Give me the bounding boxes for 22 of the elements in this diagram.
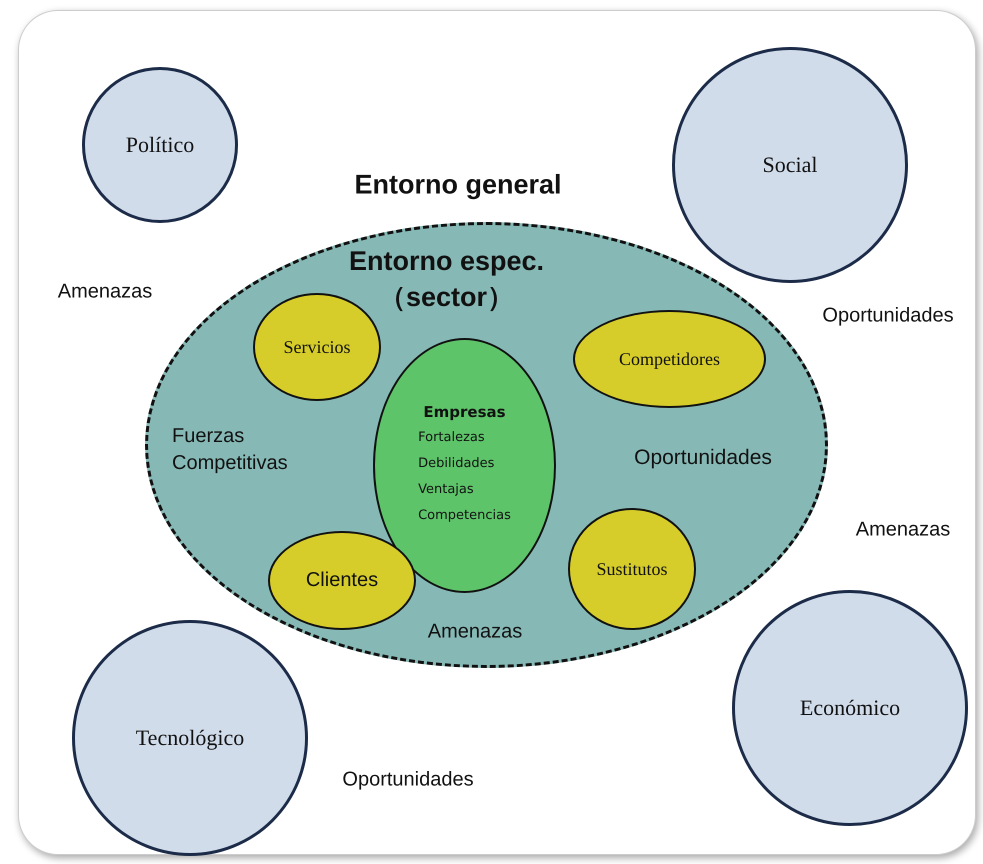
heading: Entorno general xyxy=(354,170,562,200)
annotation: Amenazas xyxy=(58,280,152,304)
list-item: Ventajas xyxy=(418,480,474,498)
annotation: Oportunidades xyxy=(342,768,474,792)
node-label: Político xyxy=(126,132,194,158)
node-label: Servicios xyxy=(284,336,350,358)
annotation: Fuerzas Competitivas xyxy=(172,424,289,476)
annotation: Oportunidades xyxy=(634,446,772,470)
node-label: Clientes xyxy=(306,569,378,592)
list-item: Debilidades xyxy=(418,454,494,472)
list-item: Fortalezas xyxy=(418,428,485,446)
node-label: Social xyxy=(762,152,818,178)
annotation: Amenazas xyxy=(428,620,522,644)
node-title: Empresas xyxy=(423,402,506,420)
node-label: Tecnológico xyxy=(136,725,244,751)
node-label: Sustitutos xyxy=(596,558,668,580)
group-title: Entorno espec. （sector） xyxy=(348,245,546,314)
node-label: Competidores xyxy=(619,348,720,370)
node-label: Económico xyxy=(800,695,900,721)
annotation: Amenazas xyxy=(856,518,950,542)
list-item: Competencias xyxy=(418,506,511,524)
annotation: Oportunidades xyxy=(822,304,954,328)
